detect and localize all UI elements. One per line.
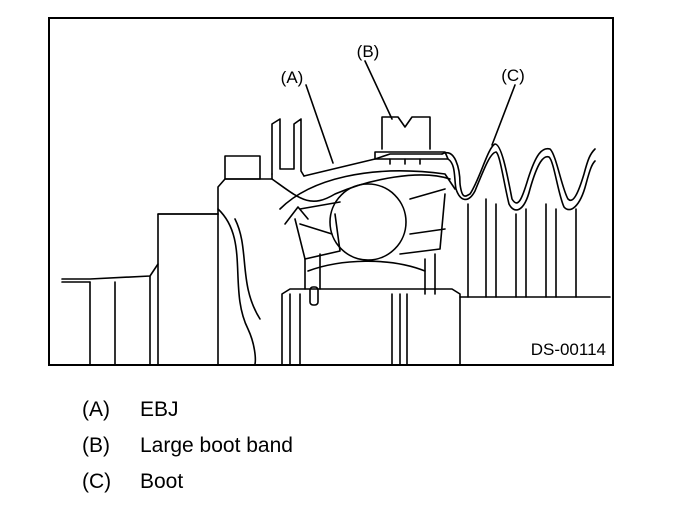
ebj-ball-and-cage [294,183,446,295]
ebj-inner-race [281,286,611,364]
legend-key: (C) [82,470,112,493]
leader-line-c [491,84,516,146]
ebj-cross-section-drawing: (A) (B) (C) DS-00114 [61,42,611,364]
callout-a: (A) [281,68,304,87]
figure-id-label: DS-00114 [531,340,606,359]
legend-key: (A) [82,398,110,421]
legend-key: (B) [82,434,110,457]
boot [441,143,596,298]
legend-text: Boot [140,470,184,493]
ebj-outer-race [217,118,456,364]
legend-text: EBJ [140,398,179,421]
callout-b: (B) [357,42,380,61]
leader-line-a [305,84,334,164]
outer-shaft [61,213,219,364]
large-boot-band [374,116,449,165]
callout-c: (C) [501,66,525,85]
leader-line-b [364,60,393,120]
diagram-frame: (A) (B) (C) DS-00114 [48,17,614,366]
legend-text: Large boot band [140,434,293,457]
